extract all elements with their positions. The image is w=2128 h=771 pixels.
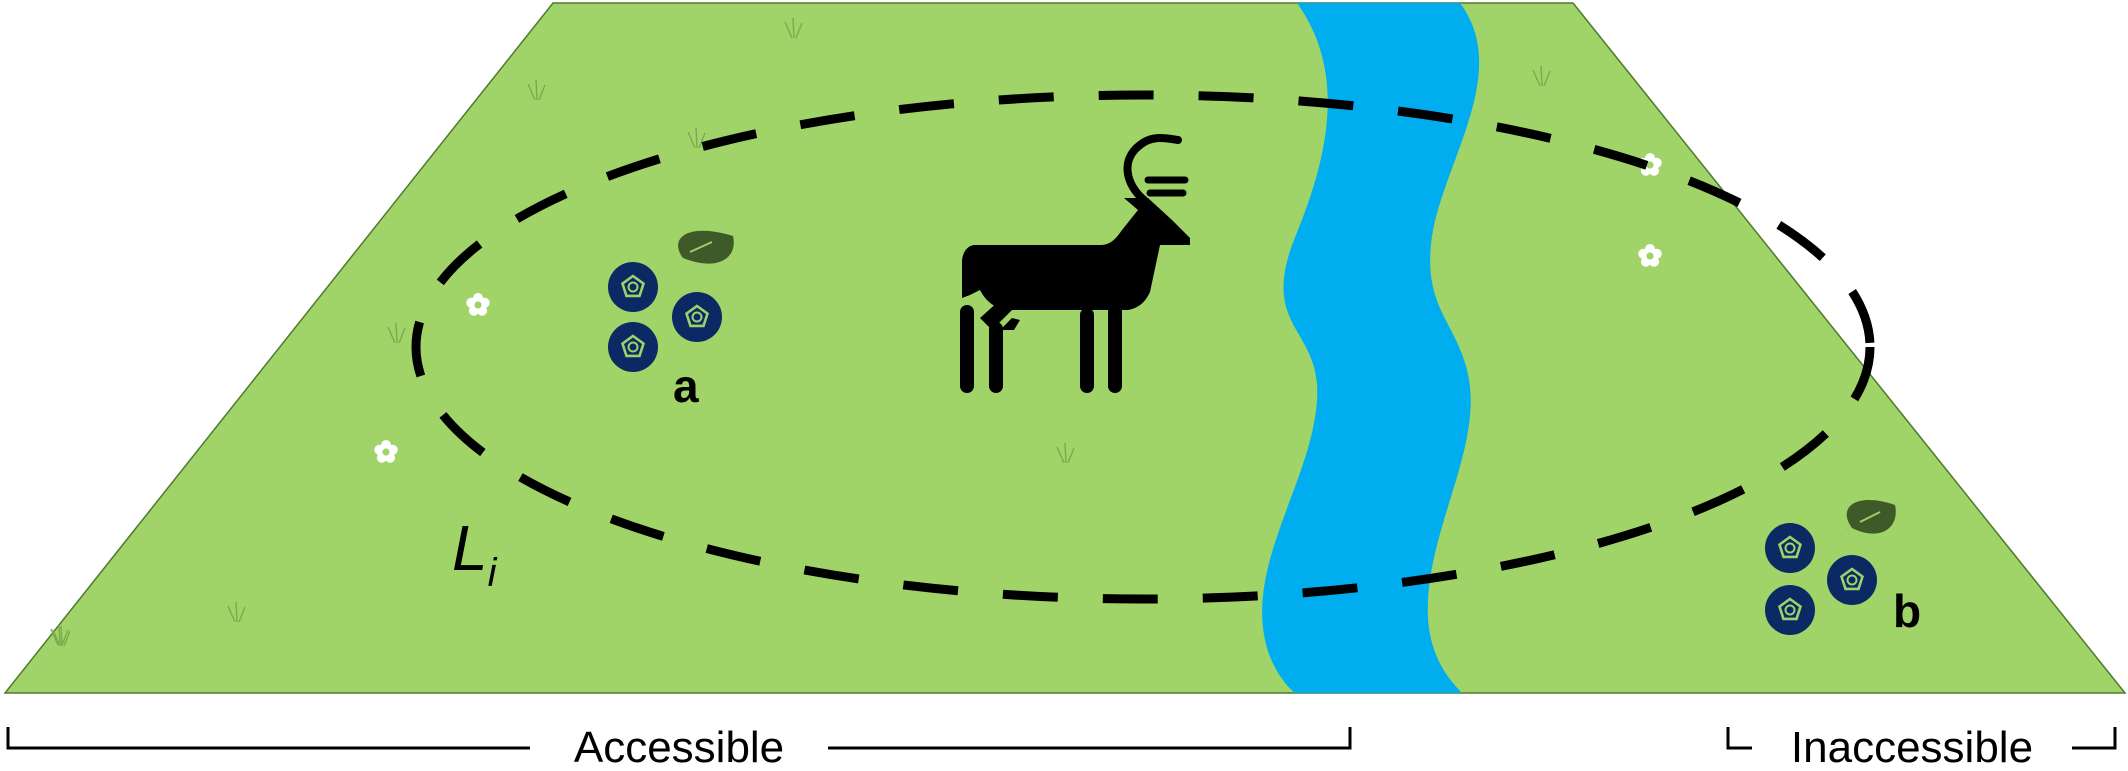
home-range-label-main: L [452,512,488,584]
home-range-label: Li [452,512,498,595]
deer-icon [960,134,1190,393]
inaccessible-bracket [1726,727,2117,750]
home-range-outline [411,90,1875,604]
blueberry-cluster-icon-b [1763,499,1896,637]
river [1262,3,1480,693]
inaccessible-label: Inaccessible [1791,723,2033,771]
meadow-ground [3,2,2127,694]
accessible-label: Accessible [574,723,784,771]
patch-b-label: b [1893,585,1921,637]
blueberry-cluster-icon-a [606,230,734,374]
accessible-bracket [6,727,1352,750]
patch-a-label: a [673,360,699,412]
home-range-label-subscript: i [488,551,498,595]
